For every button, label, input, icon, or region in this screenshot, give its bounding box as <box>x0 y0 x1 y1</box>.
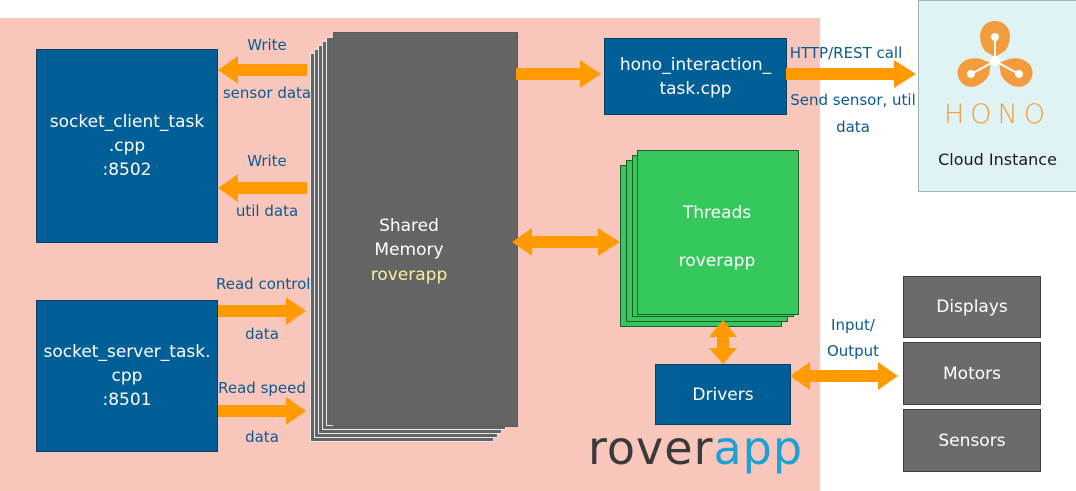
hono-logo-icon <box>957 21 1033 87</box>
label-read-control-2: data <box>245 325 279 343</box>
arrow-read-control <box>218 297 306 325</box>
roverapp-brand: roverapp <box>588 421 803 475</box>
brand-rover: rover <box>588 421 714 475</box>
hono-task-line2: task.cpp <box>659 78 732 99</box>
socket-server-line3: :8501 <box>102 390 152 410</box>
label-send-2: data <box>836 118 870 136</box>
threads-title: Threads <box>682 203 752 223</box>
arrow-memory-threads <box>512 228 620 256</box>
shared-memory-line1: Shared <box>379 216 439 236</box>
arrow-read-speed <box>218 397 306 425</box>
cloud-instance-label: Cloud Instance <box>938 150 1057 169</box>
brand-app: app <box>713 421 804 475</box>
arrow-write-util <box>218 174 307 202</box>
socket-client-line1: socket_client_task <box>49 112 205 132</box>
socket-client-line2: .cpp <box>108 136 146 156</box>
threads-box: Threads roverapp <box>637 150 799 315</box>
arrow-write-sensor <box>218 56 307 84</box>
threads-sub: roverapp <box>678 251 756 271</box>
motors-label: Motors <box>943 363 1001 384</box>
shared-memory-line2: Memory <box>374 240 444 260</box>
socket-server-line1: socket_server_task. <box>43 342 211 362</box>
label-http-call: HTTP/REST call <box>789 44 903 62</box>
label-write-sensor-2: sensor data <box>222 84 312 102</box>
label-send-1: Send sensor, util <box>790 91 916 109</box>
label-write-util-2: util data <box>235 202 299 220</box>
motors-box: Motors <box>903 342 1041 405</box>
arrow-drivers-devices <box>790 362 898 390</box>
hono-interaction-task-box: hono_interaction_ task.cpp <box>604 38 787 115</box>
displays-label: Displays <box>936 297 1008 317</box>
label-write-sensor-1: Write <box>247 36 287 54</box>
hono-wordmark: HONO <box>943 99 1051 130</box>
displays-box: Displays <box>903 276 1041 338</box>
socket-client-task-box: socket_client_task .cpp :8502 <box>36 49 218 243</box>
label-io-2: Output <box>826 342 880 360</box>
drivers-label: Drivers <box>692 384 754 405</box>
drivers-box: Drivers <box>655 364 791 425</box>
label-read-speed-1: Read speed <box>218 379 306 397</box>
socket-server-task-box: socket_server_task. cpp :8501 <box>36 300 218 452</box>
shared-memory-title: Shared Memory <box>334 214 484 262</box>
arrow-threads-drivers <box>709 320 737 364</box>
cloud-instance-box: HONO Cloud Instance <box>918 0 1076 192</box>
label-write-util-1: Write <box>247 152 287 170</box>
label-io-1: Input/ <box>831 316 875 334</box>
socket-client-line3: :8502 <box>102 160 152 180</box>
shared-memory-sub: roverapp <box>370 265 448 285</box>
label-read-control-1: Read control <box>216 275 311 293</box>
sensors-box: Sensors <box>903 409 1041 472</box>
hono-task-line1: hono_interaction_ <box>619 54 772 75</box>
label-read-speed-2: data <box>245 428 279 446</box>
sensors-label: Sensors <box>938 430 1006 451</box>
shared-memory-box: Shared Memory roverapp <box>333 32 518 427</box>
arrow-hono-cloud <box>786 60 916 88</box>
socket-server-line2: cpp <box>111 366 143 386</box>
arrow-memory-hono <box>516 60 601 88</box>
